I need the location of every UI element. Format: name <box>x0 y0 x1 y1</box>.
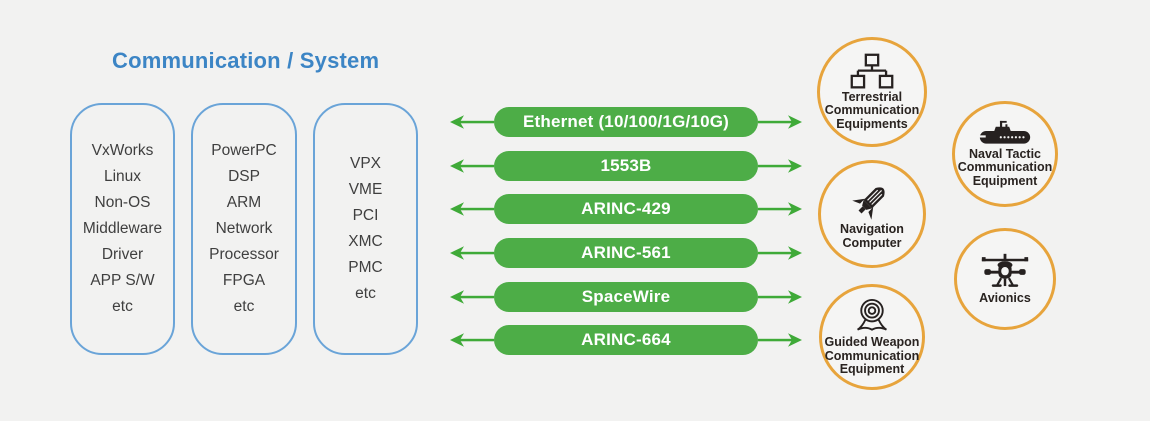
list-item: PMC <box>348 259 383 276</box>
list-item: ARM <box>226 194 262 211</box>
left-arrow-icon <box>450 245 494 261</box>
left-arrow-icon <box>450 201 494 217</box>
list-item: etc <box>233 298 255 315</box>
bus-pill: ARINC-664 <box>494 325 758 356</box>
bus-row: ARINC-664 <box>450 325 802 356</box>
list-item: FPGA <box>222 272 266 289</box>
list-item: Non-OS <box>94 194 151 211</box>
list-item: VPX <box>349 155 381 172</box>
right-arrow-icon <box>758 201 802 217</box>
webcam-icon <box>857 299 887 331</box>
list-item: Linux <box>103 168 142 185</box>
bus-row: 1553B <box>450 150 802 181</box>
left-arrow-icon <box>450 289 494 305</box>
form-factor-list-box: VPX VME PCI XMC PMC etc <box>313 103 418 355</box>
list-item: PowerPC <box>211 142 277 159</box>
right-arrow-icon <box>758 114 802 130</box>
bus-pill: ARINC-561 <box>494 238 758 269</box>
page-title: Communication / System <box>112 48 380 73</box>
helicopter-icon <box>981 253 1029 287</box>
bus-row: ARINC-429 <box>450 194 802 225</box>
bus-pill: 1553B <box>494 150 758 181</box>
bus-list: Ethernet (10/100/1G/10G) 1553B ARINC-429… <box>450 107 802 356</box>
list-item: APP S/W <box>90 272 155 289</box>
left-arrow-icon <box>450 114 494 130</box>
bus-row: SpaceWire <box>450 281 802 312</box>
bus-row: ARINC-561 <box>450 238 802 269</box>
left-arrow-icon <box>450 158 494 174</box>
missile-icon <box>852 187 885 220</box>
bus-pill: Ethernet (10/100/1G/10G) <box>494 107 758 137</box>
list-item: etc <box>355 285 376 302</box>
list-item: Processor <box>209 246 279 263</box>
right-arrow-icon <box>758 158 802 174</box>
equipment-label: Guided Weapon Communication Equipment <box>824 335 920 377</box>
right-arrow-icon <box>758 245 802 261</box>
equipment-navigation-circle: Navigation Computer <box>818 160 926 268</box>
bus-pill: ARINC-429 <box>494 194 758 225</box>
equipment-label: Navigation Computer <box>840 222 904 250</box>
list-item: etc <box>112 298 133 315</box>
list-item: VME <box>348 181 383 198</box>
equipment-naval-circle: Naval Tactic Communication Equipment <box>952 101 1058 207</box>
list-item: Middleware <box>82 220 163 237</box>
list-item: PCI <box>352 207 379 224</box>
software-list-box: VxWorks Linux Non-OS Middleware Driver A… <box>70 103 175 355</box>
list-item: DSP <box>228 168 260 185</box>
bus-row: Ethernet (10/100/1G/10G) <box>450 107 802 137</box>
left-arrow-icon <box>450 332 494 348</box>
equipment-label: Terrestrial Communication Equipments <box>824 89 920 131</box>
list-item: XMC <box>348 233 383 250</box>
list-item: VxWorks <box>91 142 154 159</box>
submarine-icon <box>979 120 1031 144</box>
right-arrow-icon <box>758 289 802 305</box>
equipment-label: Avionics <box>979 290 1031 305</box>
network-topology-icon <box>850 53 894 89</box>
right-arrow-icon <box>758 332 802 348</box>
processor-list-box: PowerPC DSP ARM Network Processor FPGA e… <box>191 103 297 355</box>
equipment-avionics-circle: Avionics <box>954 228 1056 330</box>
list-item: Driver <box>101 246 144 263</box>
bus-pill: SpaceWire <box>494 281 758 312</box>
equipment-label: Naval Tactic Communication Equipment <box>957 146 1053 188</box>
list-item: Network <box>215 220 273 237</box>
equipment-terrestrial-circle: Terrestrial Communication Equipments <box>817 37 927 147</box>
equipment-guided-weapon-circle: Guided Weapon Communication Equipment <box>819 284 925 390</box>
